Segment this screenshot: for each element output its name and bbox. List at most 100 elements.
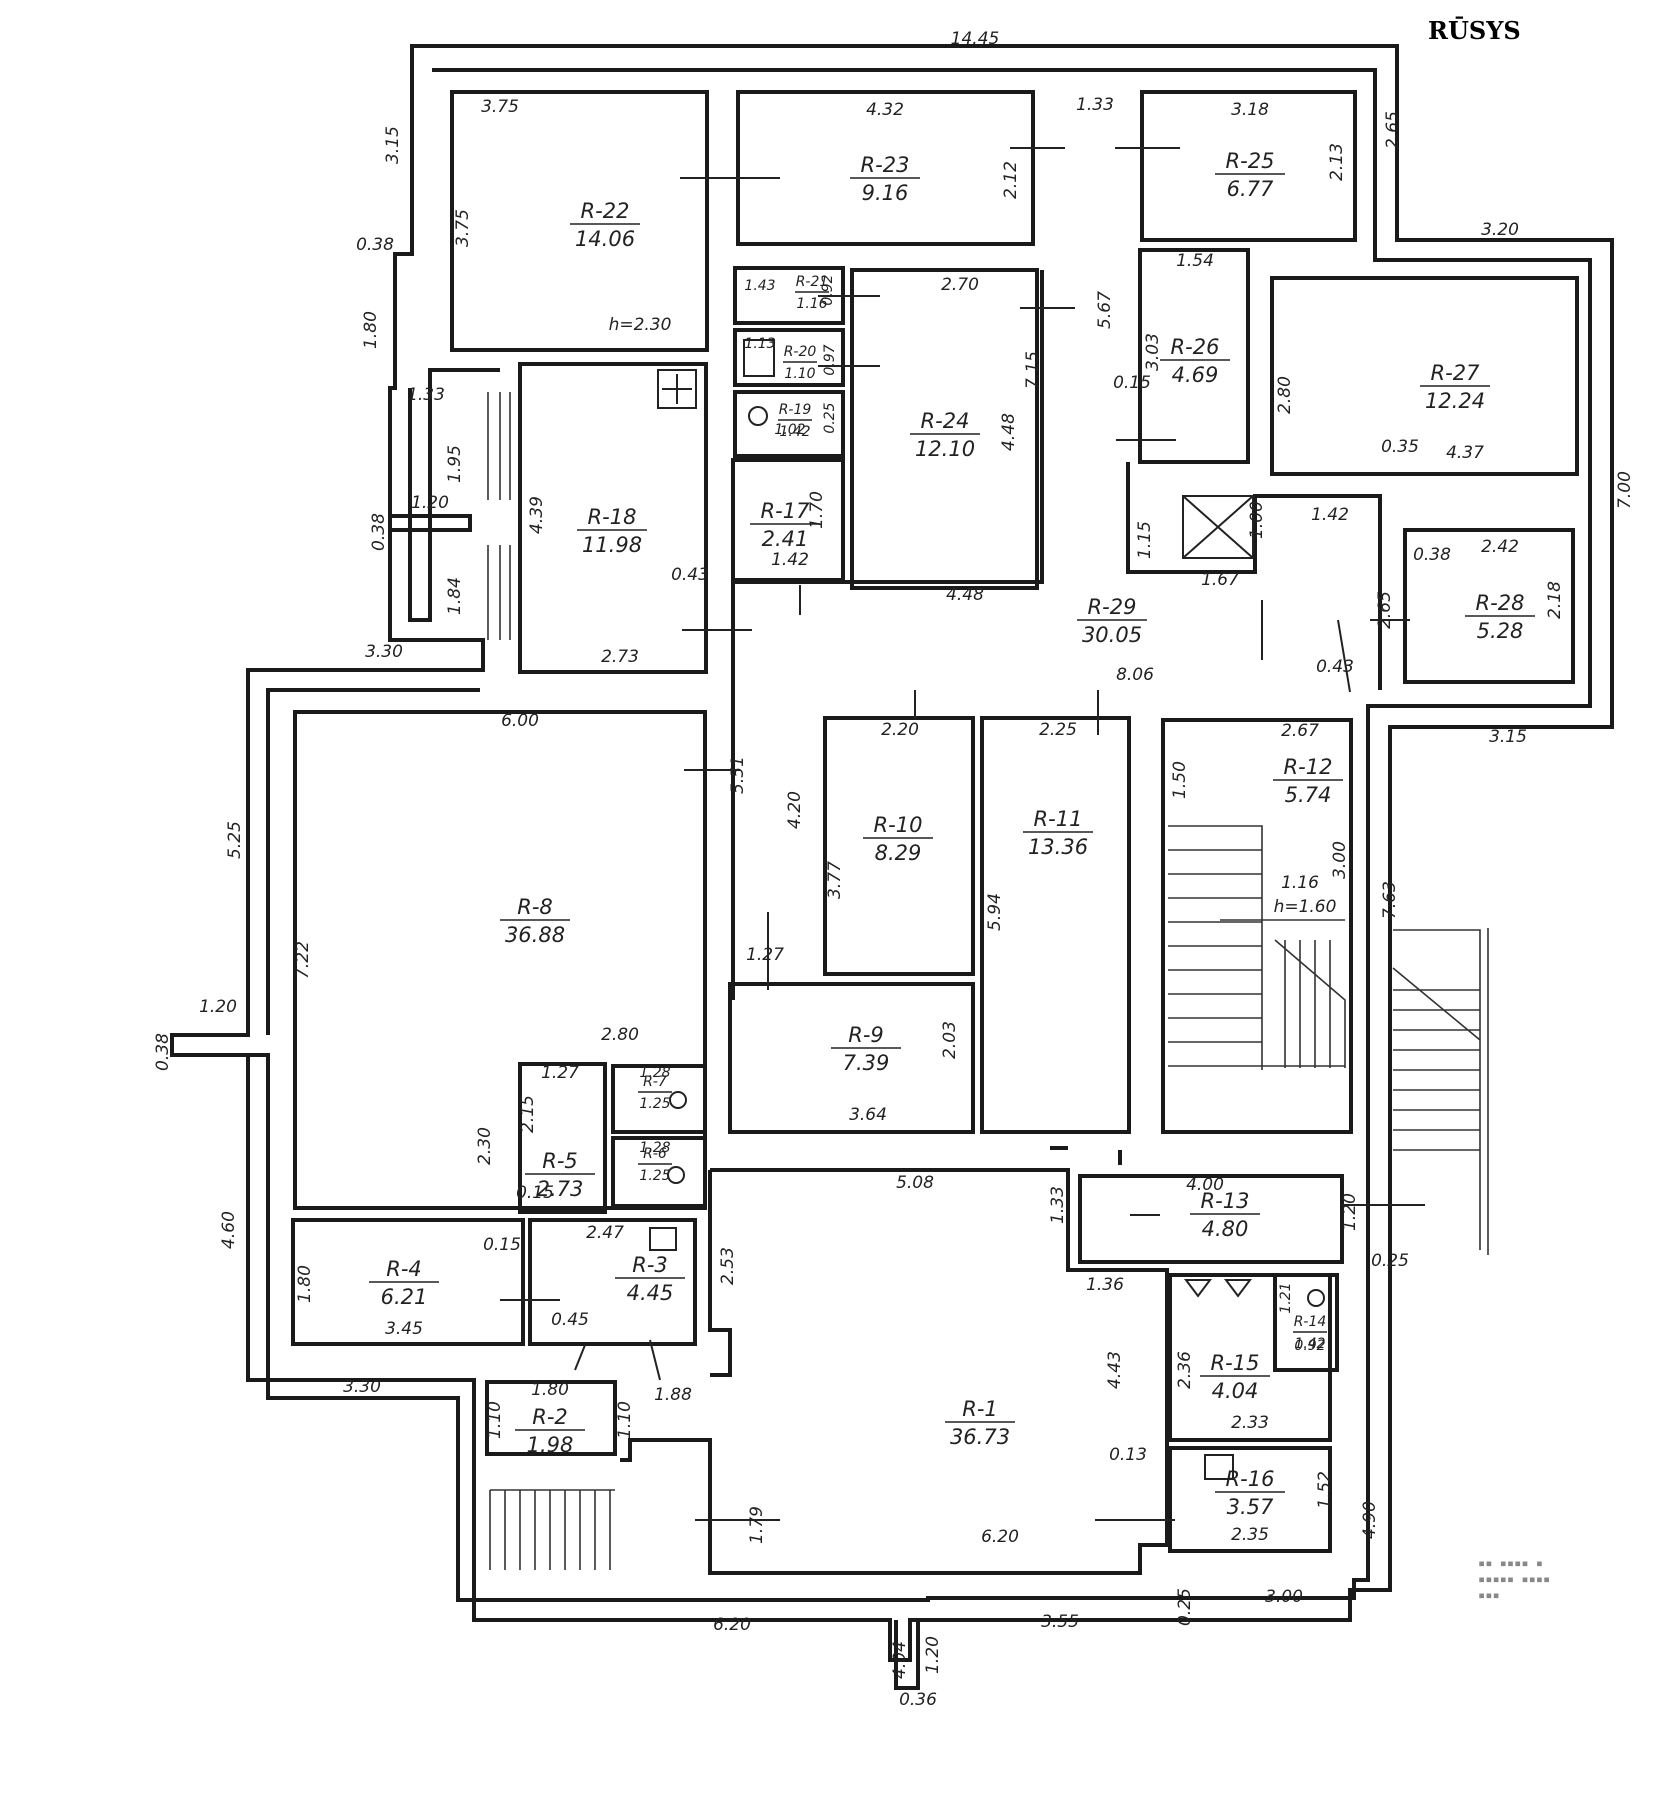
outer-dim-stair-a: 1.95 (445, 445, 465, 483)
room-dim-r2: 1.10 (485, 1401, 505, 1439)
outer-dim-stair-b: 1.84 (445, 577, 465, 615)
scan-stamp: ▪▪ ▪▪▪▪ ▪▪▪▪▪▪ ▪▪▪▪▪▪▪ (1478, 1556, 1551, 1602)
room-area-r29: 30.05 (1082, 623, 1142, 647)
room-dim-r24: 4.48 (999, 413, 1019, 451)
room-area-r17: 2.41 (762, 527, 809, 551)
outer-dim-left-mid: 1.80 (361, 311, 381, 349)
room-area-r12: 5.74 (1285, 783, 1332, 807)
room-dim-r8: 2.30 (475, 1127, 495, 1165)
room-dim-r25: 2.13 (1327, 143, 1347, 181)
room-r18-outline (518, 362, 708, 674)
room-area-r6: 1.25 (639, 1168, 670, 1184)
room-dim-r9: 3.64 (849, 1105, 887, 1125)
stair-left-top (487, 392, 511, 640)
outer-dim-right-stair: 7.63 (1380, 881, 1400, 919)
room-area-r25: 6.77 (1227, 177, 1274, 201)
room-dim-r24: 7.15 (1023, 351, 1043, 389)
room-area-r18: 11.98 (582, 533, 642, 557)
fixture-r3 (649, 1227, 677, 1251)
room-area-r23: 9.16 (862, 181, 909, 205)
room-dim-r1: 5.08 (896, 1173, 934, 1193)
room-area-r14: 1.42 (1294, 1336, 1325, 1352)
room-dim-r12: 2.67 (1281, 721, 1319, 741)
room-dim-r23: 4.32 (866, 100, 904, 120)
room-dim-r10: 2.20 (881, 720, 919, 740)
room-r7-outline (611, 1064, 707, 1134)
fixture-r16 (1204, 1454, 1234, 1480)
plan-title: RŪSYS (1428, 16, 1521, 45)
room-dim-r5: 1.27 (541, 1063, 579, 1083)
urinals-r15 (1184, 1279, 1252, 1298)
room-id-r17: R-17 (761, 499, 811, 523)
elevator-shaft (1182, 495, 1254, 559)
room-id-r3: R-3 (632, 1253, 668, 1277)
room-id-r18: R-18 (588, 505, 637, 529)
room-id-r25: R-25 (1226, 149, 1275, 173)
room-dim-r13: 1.33 (1048, 1186, 1068, 1224)
room-id-r10: R-10 (874, 813, 923, 837)
room-dim-r16: 1.52 (1315, 1471, 1335, 1509)
room-id-r2: R-2 (532, 1405, 568, 1429)
room-dim-r8: 7.22 (293, 941, 313, 979)
room-dim-r8: 2.80 (601, 1025, 639, 1045)
room-dim-r10: 3.77 (825, 861, 845, 899)
room-id-r9: R-9 (848, 1023, 884, 1047)
room-id-r22: R-22 (581, 199, 630, 223)
room-walls (291, 90, 1579, 1575)
room-area-r26: 4.69 (1172, 363, 1219, 387)
room-r1-outline (620, 1168, 1169, 1575)
room-r23-outline (736, 90, 1035, 246)
room-r20-outline (733, 328, 845, 387)
room-id-r6: R-6 (643, 1146, 667, 1162)
room-area-r15: 4.04 (1212, 1379, 1259, 1403)
room-dim-r1: 4.43 (1105, 1351, 1125, 1389)
room-dim-r4: 1.80 (295, 1265, 315, 1303)
room-dim-r20: 1.13 (744, 336, 775, 352)
room-id-r1: R-1 (962, 1397, 998, 1421)
room-r12-outline (1161, 718, 1353, 1134)
outer-dim-entrance-a: 4.04 (890, 1641, 910, 1679)
room-dim-r28: 2.18 (1545, 581, 1565, 619)
outer-dim-right-step: 3.20 (1481, 220, 1519, 240)
toilet-r7 (669, 1091, 687, 1109)
toilet-r6 (667, 1166, 685, 1184)
room-r9-outline (728, 982, 975, 1134)
room-dim-r2: 1.10 (615, 1401, 635, 1439)
outer-dim-top-right: 2.65 (1383, 111, 1403, 149)
room-dim-r12: 3.00 (1330, 841, 1350, 879)
room-dim-r29: 8.06 (1116, 665, 1154, 685)
room-dim-r9: 2.03 (940, 1021, 960, 1059)
room-dim-r8: 6.00 (501, 711, 539, 731)
room-id-r15: R-15 (1211, 1351, 1260, 1375)
room-area-r9: 7.39 (843, 1051, 890, 1075)
room-id-r8: R-8 (517, 895, 553, 919)
room-area-r1: 36.73 (950, 1425, 1010, 1449)
outer-dim-corridor-c: 5.67 (1095, 291, 1115, 329)
room-id-r13: R-13 (1201, 1189, 1250, 1213)
room-dim-r24: 4.48 (946, 585, 984, 605)
room-dim-r19: 0.25 (822, 402, 838, 433)
room-dim-r4: 3.45 (385, 1319, 423, 1339)
outer-dim-right-low: 3.15 (1489, 727, 1527, 747)
outer-dim-bottom-r: 4.90 (1360, 1501, 1380, 1539)
room-id-r14: R-14 (1294, 1314, 1327, 1330)
room-id-r5: R-5 (542, 1149, 578, 1173)
room-area-r13: 4.80 (1202, 1217, 1249, 1241)
room-id-r24: R-24 (921, 409, 970, 433)
room-dim-r3: 1.88 (654, 1385, 692, 1405)
room-dim-r14: 0.92 (1294, 1338, 1325, 1354)
room-r29-outline (731, 270, 1382, 1000)
room-r13-outline (1078, 1174, 1344, 1264)
room-dim-r29: 1.67 (1201, 570, 1239, 590)
room-dim-r12: 1.16 (1281, 873, 1319, 893)
room-dim-r15: 2.36 (1175, 1351, 1195, 1389)
room-dim-r26: 3.03 (1143, 333, 1163, 371)
room-dim-r27: 2.80 (1275, 376, 1295, 414)
room-r22-outline (450, 90, 709, 352)
room-id-r28: R-28 (1476, 591, 1525, 615)
room-dim-r18: 0.43 (671, 565, 709, 585)
room-dim-r17: 1.42 (771, 550, 809, 570)
room-dim-r19: 1.02 (774, 422, 805, 438)
room-id-r26: R-26 (1171, 335, 1220, 359)
room-r27-outline (1270, 276, 1579, 476)
